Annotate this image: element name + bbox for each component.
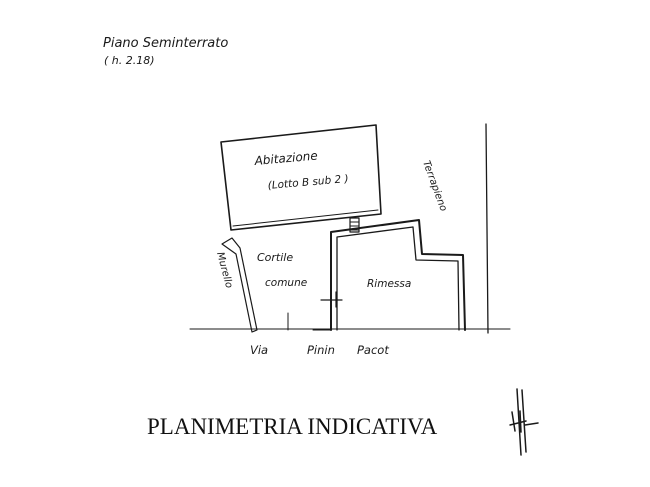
signature-scribble-icon (509, 388, 539, 456)
abitazione-inner-wall (232, 209, 379, 227)
cortile-label: Cortile (257, 251, 293, 264)
floor-title: Piano Seminterrato (103, 36, 228, 51)
lotto-label: (Lotto B sub 2 ) (267, 173, 349, 192)
terrapieno-boundary (485, 123, 489, 334)
caption-title: PLANIMETRIA INDICATIVA (147, 414, 438, 439)
murello-wall (221, 237, 258, 333)
street-word-pacot: Pacot (357, 343, 389, 357)
abitazione-outline (220, 124, 382, 231)
rimessa-inner-wall (336, 226, 460, 331)
murello-label: Murello (214, 251, 234, 289)
stair-connector (349, 217, 360, 233)
rimessa-outer-wall (330, 219, 466, 331)
terrapieno-label: Terrapieno (420, 159, 449, 213)
height-note: ( h. 2.18) (104, 54, 155, 67)
street-word-via: Via (250, 343, 268, 357)
abitazione-label: Abitazione (253, 149, 318, 169)
comune-label: comune (265, 277, 307, 289)
street-word-pinin: Pinin (307, 343, 335, 357)
rimessa-label: Rimessa (367, 278, 411, 290)
